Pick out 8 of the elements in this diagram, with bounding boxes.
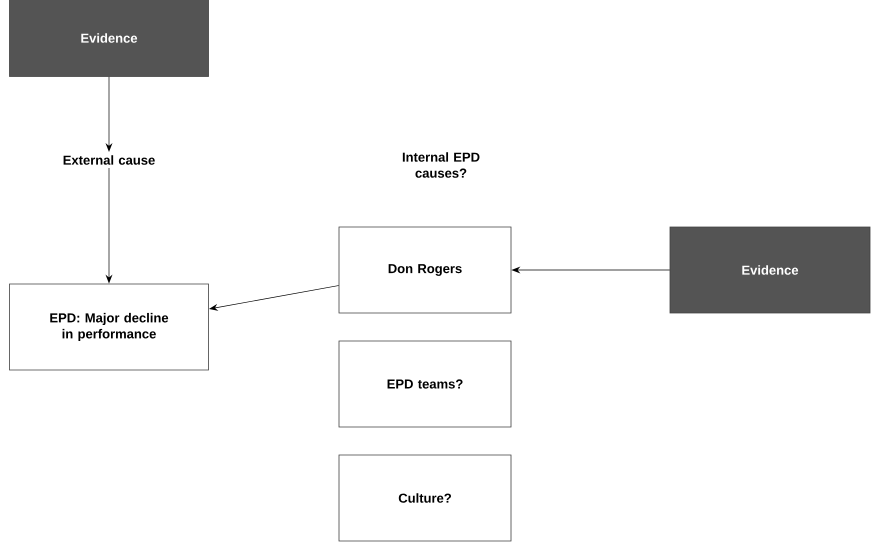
process-box: Culture? <box>338 454 512 542</box>
process-box: EPD teams? <box>338 340 512 428</box>
heading-label: Internal EPD causes? <box>402 152 480 178</box>
evidence-box: Evidence <box>9 0 209 77</box>
evidence-box: Evidence <box>670 226 870 314</box>
cause-label: External cause <box>64 155 155 165</box>
process-box: Don Rogers <box>338 226 512 314</box>
process-box: EPD: Major decline in performance <box>9 284 209 370</box>
